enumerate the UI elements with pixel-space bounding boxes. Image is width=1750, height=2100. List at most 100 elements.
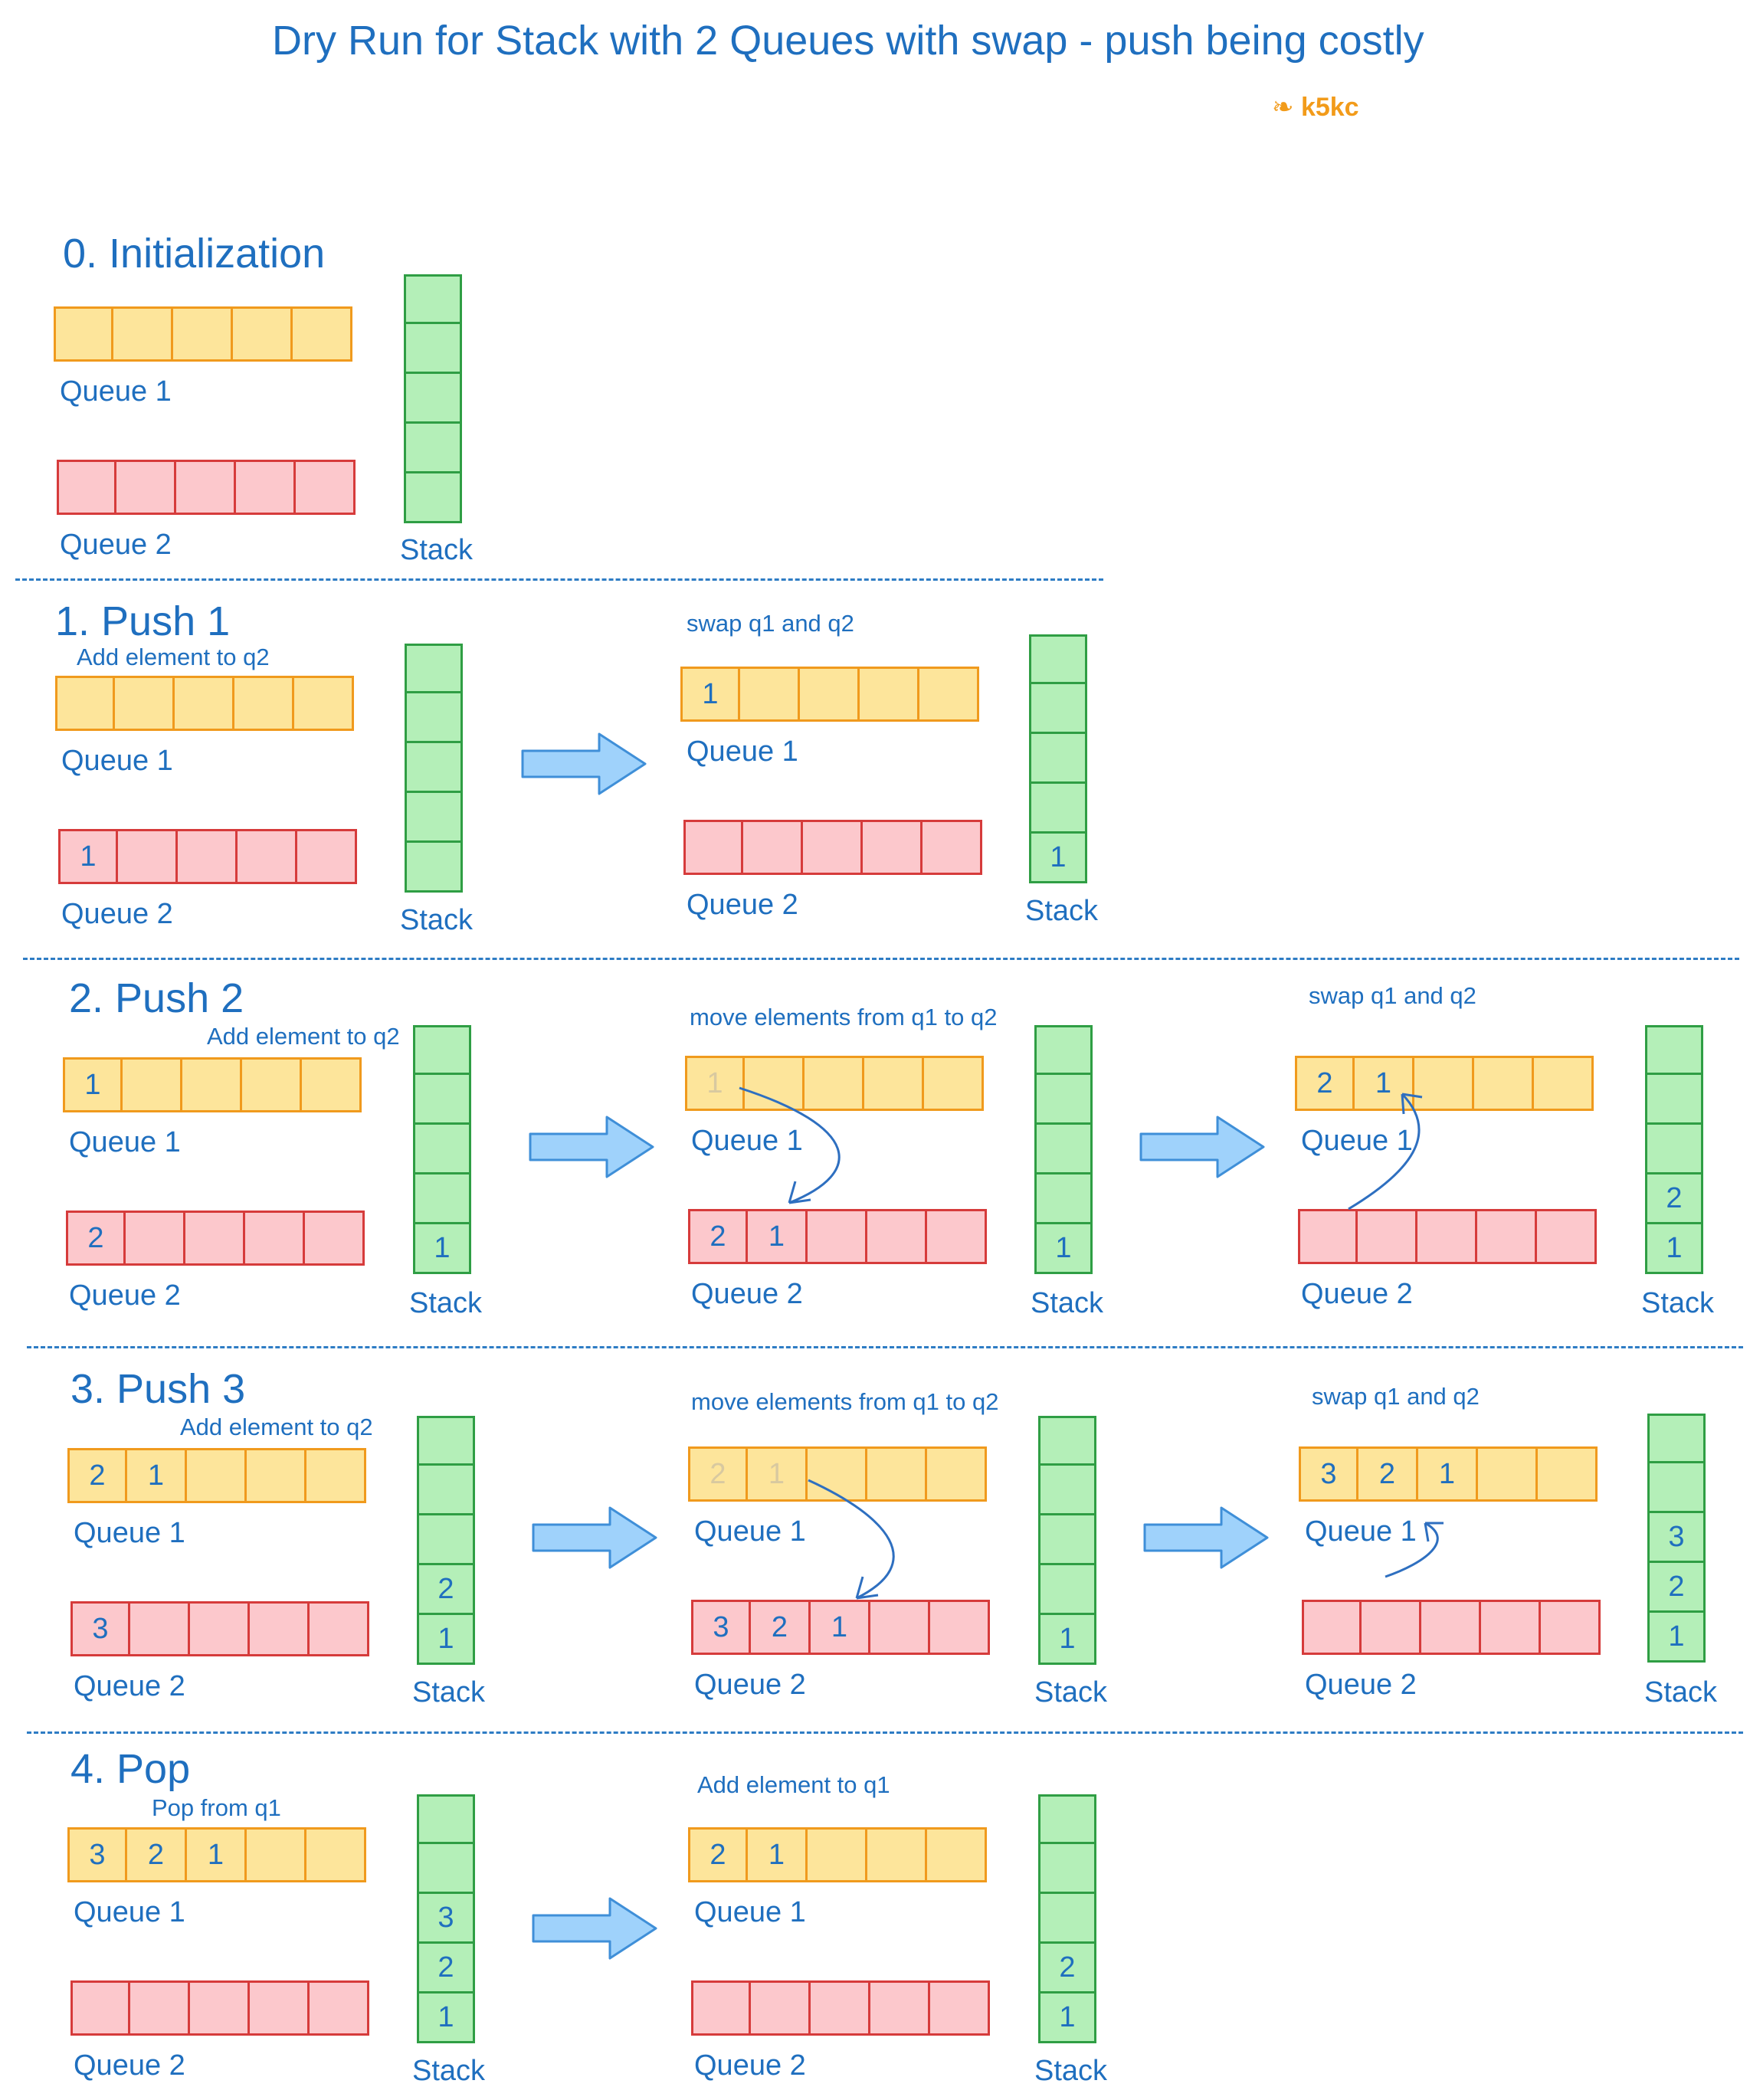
s2b-stack-cell [1034,1174,1093,1224]
s2c-queue1-cell [1414,1056,1474,1111]
section-4-heading: 4. Pop [70,1746,191,1792]
s4b-stack-cell: 1 [1038,1994,1096,2043]
s2a-queue1-cell [242,1057,302,1112]
s3b-queue1-cell: 1 [748,1446,808,1502]
s2b-queue1-label: Queue 1 [691,1125,803,1157]
s4b-queue1-cell: 2 [688,1827,748,1882]
s0-queue2-cell [236,460,296,515]
s3c-queue2-cell [1481,1600,1541,1655]
s2c-stack-cell: 2 [1645,1174,1703,1224]
s3c-queue2-cell [1362,1600,1421,1655]
s3b-queue2-cell [930,1600,990,1655]
s4a-stack-cell: 1 [417,1994,475,2043]
s0-queue2-cell [176,460,236,515]
s3c-stack-cell: 3 [1647,1513,1706,1563]
s2b-queue2-cell: 2 [688,1209,748,1264]
s1b-queue2 [683,820,982,875]
s1b-queue1-cell: 1 [680,667,740,722]
s2c-queue2-cell [1417,1209,1477,1264]
transfer-arrow-4 [1424,1522,1444,1542]
s1b-queue1-cell [740,667,800,722]
s0-queue2-cell [296,460,356,515]
s4-arrow-1 [532,1897,657,1960]
s2c-stack-label: Stack [1641,1287,1715,1319]
s2a-queue1-cell [302,1057,362,1112]
s0-queue1-cell [113,306,173,362]
s1a-queue2-label: Queue 2 [61,898,173,930]
s2c-queue1-cell: 1 [1355,1056,1414,1111]
s2c-stack-cell [1645,1125,1703,1174]
s4-note: Pop from q1 [152,1794,281,1821]
s4b-queue1-cell [808,1827,867,1882]
divider-4 [27,1731,1743,1734]
s3c-stack-cell [1647,1414,1706,1463]
s4b-queue2-label: Queue 2 [694,2049,806,2082]
s1a-stack-cell [405,793,463,843]
s3c-queue2-label: Queue 2 [1305,1669,1417,1701]
s1-arrow-1 [521,732,647,795]
divider-3 [27,1346,1743,1348]
s1b-queue2-cell [863,820,923,875]
s3a-queue1-label: Queue 1 [74,1517,185,1549]
s2c-queue1-cell [1534,1056,1594,1111]
s4b-queue2-cell [751,1980,811,2036]
s0-queue2 [57,460,356,515]
s3a-queue2-cell [250,1601,310,1656]
s3c-queue1-cell: 1 [1418,1446,1478,1502]
s0-queue2-label: Queue 2 [60,529,172,561]
s3-note: Add element to q2 [180,1414,373,1440]
s3b-stack-cell: 1 [1038,1615,1096,1665]
s1a-queue1-cell [175,676,234,731]
s1b-queue2-cell [743,820,803,875]
s2c-queue2 [1298,1209,1597,1264]
s2a-stack-cell [413,1174,471,1224]
s0-queue2-cell [57,460,116,515]
s2b-stack-cell [1034,1025,1093,1075]
s4b-queue2-cell [930,1980,990,2036]
s2-arrow-2 [1139,1116,1265,1178]
s1b-stack-cell: 1 [1029,834,1087,883]
s3c-queue1-cell: 2 [1358,1446,1418,1502]
s0-queue1-cell [173,306,233,362]
s4b-stack-cell [1038,1894,1096,1944]
s2c-queue2-cell [1298,1209,1358,1264]
s2a-queue2-label: Queue 2 [69,1279,181,1312]
s2b-queue1: 1 [685,1056,984,1111]
s1a-stack-cell [405,843,463,893]
s1a-queue1-cell [294,676,354,731]
s2-arrow-1 [529,1116,654,1178]
s3b-queue2-cell [870,1600,930,1655]
s4b-queue2 [691,1980,990,2036]
s2b-queue1-cell [864,1056,924,1111]
s4a-stack-cell [417,1794,475,1844]
s2a-queue2-cell [126,1211,185,1266]
s0-queue2-cell [116,460,176,515]
s3b-queue1-label: Queue 1 [694,1515,806,1548]
s1a-stack-cell [405,743,463,793]
s3a-queue1-cell: 2 [67,1448,127,1503]
s2b-stack-cell [1034,1075,1093,1125]
s4a-queue2-cell [70,1980,130,2036]
s1a-queue1-cell [55,676,115,731]
s2b-queue1-cell: 1 [685,1056,745,1111]
s0-stack-cell [404,374,462,424]
s3a-queue2-label: Queue 2 [74,1670,185,1702]
s1a-queue1-label: Queue 1 [61,745,173,777]
s1a-queue1-cell [115,676,175,731]
s3a-stack-cell [417,1466,475,1515]
s0-queue1-cell [54,306,113,362]
s2b-queue1-cell [745,1056,805,1111]
s4a-queue2-cell [190,1980,250,2036]
s1b-queue2-cell [803,820,863,875]
s2b-queue2-label: Queue 2 [691,1278,803,1310]
s2a-queue1-cell [123,1057,182,1112]
s3a-stack-cell: 2 [417,1565,475,1615]
section-2-heading: 2. Push 2 [69,975,244,1021]
s4b-stack-cell [1038,1844,1096,1894]
s2a-stack-cell [413,1125,471,1174]
